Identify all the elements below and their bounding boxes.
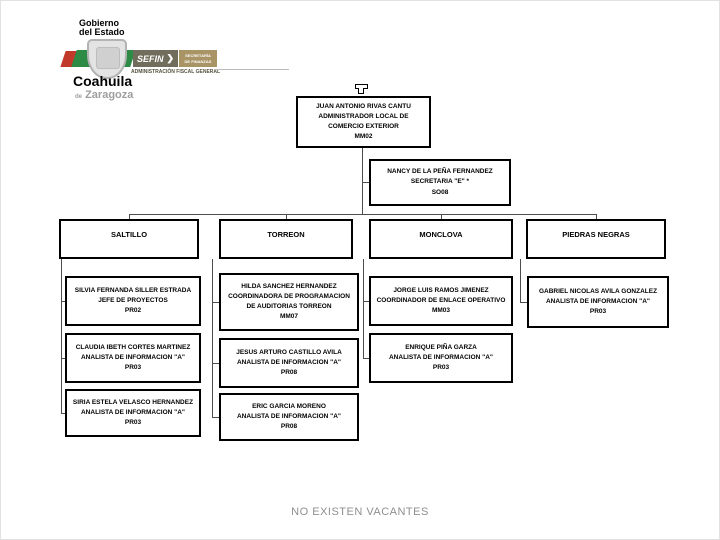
- person-title: ADMINISTRADOR LOCAL DE COMERCIO EXTERIOR: [318, 112, 409, 130]
- org-box-root: JUAN ANTONIO RIVAS CANTU ADMINISTRADOR L…: [296, 96, 431, 148]
- connector-line: [61, 301, 66, 302]
- person-title: SECRETARIA "E" *: [410, 178, 470, 186]
- region-box-monclova: MONCLOVA: [369, 219, 513, 259]
- region-box-torreon: TORREON: [219, 219, 353, 259]
- person-name: JORGE LUIS RAMOS JIMENEZ: [393, 286, 489, 294]
- person-title: ANALISTA DE INFORMACION "A": [388, 353, 494, 361]
- org-box-member: GABRIEL NICOLAS AVILA GONZALEZ ANALISTA …: [527, 276, 669, 328]
- org-box-member: SIRIA ESTELA VELASCO HERNANDEZ ANALISTA …: [65, 389, 201, 437]
- connector-line: [61, 358, 66, 359]
- person-title: ANALISTA DE INFORMACION "A": [236, 412, 342, 420]
- org-box-member: ENRIQUE PIÑA GARZA ANALISTA DE INFORMACI…: [369, 333, 513, 383]
- person-code: PR03: [589, 308, 607, 316]
- person-code: MM03: [431, 307, 451, 315]
- connector-line: [363, 358, 370, 359]
- connector-line: [212, 417, 220, 418]
- person-code: SO08: [431, 188, 449, 196]
- connector-line: [596, 214, 597, 220]
- person-title: ANALISTA DE INFORMACION "A": [545, 297, 651, 305]
- connector-line: [520, 302, 528, 303]
- zaragoza-label: de Zaragoza: [75, 89, 134, 101]
- org-box-assistant: NANCY DE LA PEÑA FERNANDEZ SECRETARIA "E…: [369, 159, 511, 206]
- connector-line: [363, 301, 370, 302]
- region-label: PIEDRAS NEGRAS: [562, 230, 630, 240]
- person-title: ANALISTA DE INFORMACION "A": [236, 358, 342, 366]
- person-name: JESUS ARTURO CASTILLO AVILA: [236, 348, 342, 356]
- person-code: PR08: [280, 423, 298, 431]
- person-title: COORDINADORA DE PROGRAMACION DE AUDITORI…: [228, 292, 350, 310]
- region-box-saltillo: SALTILLO: [59, 219, 199, 259]
- org-box-member: JESUS ARTURO CASTILLO AVILA ANALISTA DE …: [219, 338, 359, 388]
- person-name: HILDA SANCHEZ HERNANDEZ: [241, 282, 337, 290]
- afg-label: ADMINISTRACIÓN FISCAL GENERAL: [131, 69, 221, 75]
- person-code: PR03: [124, 419, 142, 427]
- connector-line: [362, 182, 370, 183]
- sefin-label: SEFIN: [136, 53, 164, 64]
- person-name: ERIC GARCIA MORENO: [252, 402, 326, 410]
- person-name: NANCY DE LA PEÑA FERNANDEZ: [387, 168, 493, 176]
- person-code: MM02: [354, 133, 373, 141]
- person-title: COORDINADOR DE ENLACE OPERATIVO: [376, 296, 506, 304]
- connector-line: [61, 413, 66, 414]
- person-code: PR03: [432, 364, 450, 372]
- connector-line: [129, 214, 597, 215]
- person-name: SILVIA FERNANDA SILLER ESTRADA: [74, 286, 192, 294]
- coahuila-shield-icon: [87, 39, 127, 79]
- region-box-piedras-negras: PIEDRAS NEGRAS: [526, 219, 666, 259]
- person-name: SIRIA ESTELA VELASCO HERNANDEZ: [72, 398, 194, 406]
- connector-line: [362, 148, 363, 214]
- person-code: MM07: [279, 313, 299, 321]
- connector-line: [212, 302, 220, 303]
- person-code: PR02: [124, 307, 142, 315]
- person-name: CLAUDIA IBETH CORTES MARTINEZ: [75, 343, 191, 351]
- header-rule: [215, 69, 289, 70]
- connector-line: [520, 259, 521, 302]
- region-label: MONCLOVA: [419, 230, 463, 240]
- connector-line: [212, 259, 213, 417]
- gobierno-del-estado-label: Gobierno del Estado: [79, 18, 125, 38]
- connector-line: [441, 214, 442, 220]
- person-name: GABRIEL NICOLAS AVILA GONZALEZ: [538, 287, 658, 295]
- region-label: SALTILLO: [110, 230, 148, 240]
- org-box-member: SILVIA FERNANDA SILLER ESTRADA JEFE DE P…: [65, 276, 201, 326]
- coahuila-label: Coahuila: [73, 73, 133, 89]
- region-label: TORREON: [267, 230, 305, 240]
- person-title: ANALISTA DE INFORMACION "A": [80, 353, 186, 361]
- person-name: ENRIQUE PIÑA GARZA: [405, 343, 477, 351]
- person-code: PR03: [124, 364, 142, 372]
- sefin-badge: SEFIN ❯: [133, 50, 178, 67]
- connector-line: [286, 214, 287, 220]
- person-title: ANALISTA DE INFORMACION "A": [80, 408, 186, 416]
- person-title: JEFE DE PROYECTOS: [98, 296, 168, 304]
- person-code: PR08: [280, 369, 298, 377]
- org-box-member: HILDA SANCHEZ HERNANDEZ COORDINADORA DE …: [219, 273, 359, 331]
- connector-line: [61, 259, 62, 414]
- person-name: JUAN ANTONIO RIVAS CANTU: [316, 102, 411, 110]
- org-box-member: CLAUDIA IBETH CORTES MARTINEZ ANALISTA D…: [65, 333, 201, 383]
- connector-line: [363, 259, 364, 358]
- anchor-icon: [353, 84, 369, 97]
- connector-line: [212, 363, 220, 364]
- sefin-sub-badge: SECRETARÍA DE FINANZAS: [179, 50, 217, 67]
- org-box-member: ERIC GARCIA MORENO ANALISTA DE INFORMACI…: [219, 393, 359, 441]
- vacancies-note: NO EXISTEN VACANTES: [291, 506, 429, 518]
- connector-line: [129, 214, 130, 220]
- org-box-member: JORGE LUIS RAMOS JIMENEZ COORDINADOR DE …: [369, 276, 513, 326]
